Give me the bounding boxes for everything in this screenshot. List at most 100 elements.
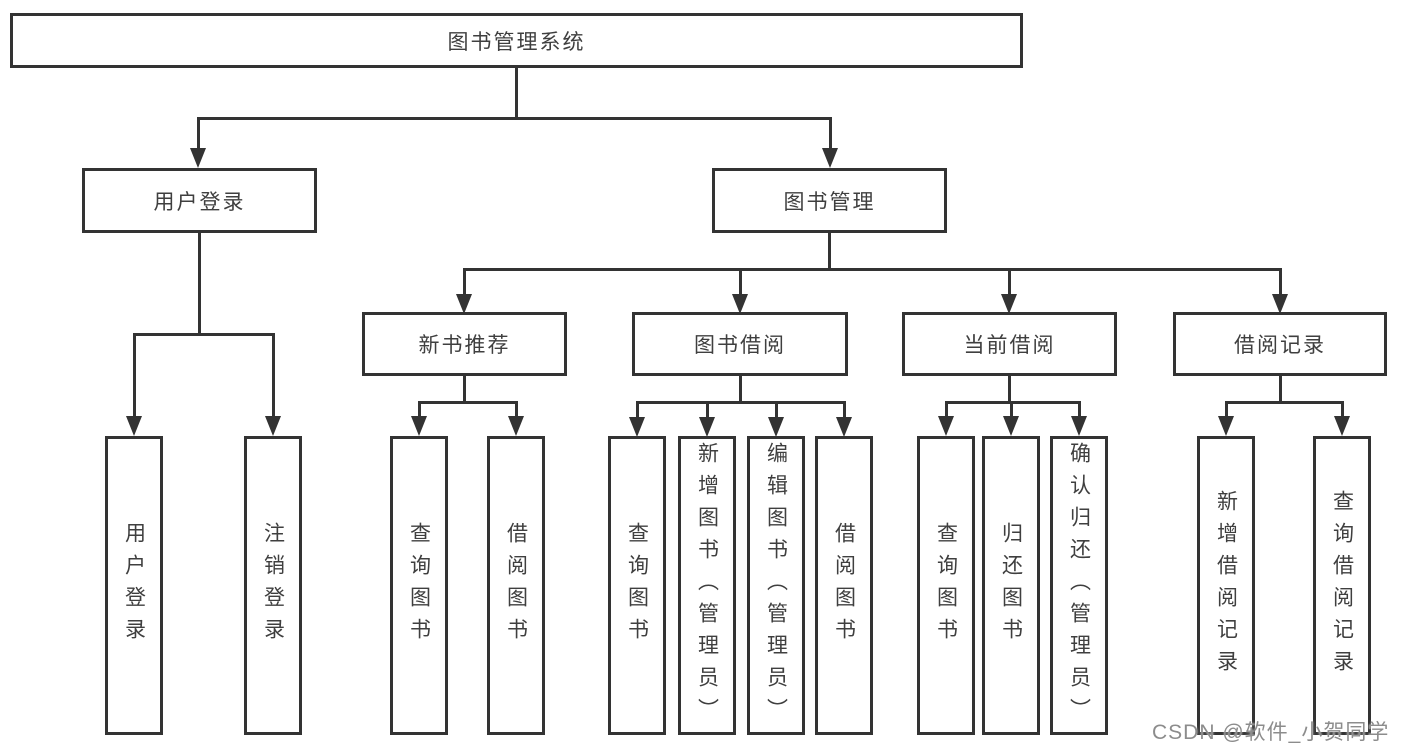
arrow-shaft — [271, 334, 275, 418]
arrowhead-icon — [126, 416, 142, 436]
edge-arrow-to-book-borrowing — [732, 269, 748, 314]
arrowhead-icon — [938, 416, 954, 436]
node-label: 新书推荐 — [418, 334, 511, 357]
edge-arrow-to-book-management — [822, 117, 838, 168]
arrow-shaft — [417, 402, 421, 418]
arrowhead-icon — [456, 294, 472, 314]
leaf-label: 借阅图书 — [832, 521, 856, 650]
arrow-shaft — [196, 117, 200, 150]
arrow-shaft — [1009, 402, 1013, 418]
leaf-label: 借阅图书 — [504, 521, 528, 650]
leaf-logout-login: 注销登录 — [244, 436, 302, 735]
arrow-shaft — [1224, 402, 1228, 418]
edge-arrow-to-borrow-add — [699, 402, 715, 437]
edge-book-management-bus — [463, 268, 1282, 271]
edge-arrow-to-records-query — [1334, 402, 1350, 436]
node-book-management: 图书管理 — [712, 168, 947, 233]
arrow-shaft — [1007, 269, 1011, 296]
edge-arrow-to-current-confirm — [1071, 402, 1087, 436]
leaf-label: 查询借阅记录 — [1330, 489, 1354, 682]
edge-current-stem — [1008, 373, 1011, 403]
leaf-current-confirm-return-admin: 确认归还（管理员） — [1050, 436, 1108, 735]
leaf-borrow-add-books-admin: 新增图书（管理员） — [678, 436, 736, 735]
arrow-shaft — [944, 402, 948, 418]
leaf-newbook-borrow-books: 借阅图书 — [487, 436, 545, 735]
arrow-shaft — [1077, 402, 1081, 418]
arrowhead-icon — [411, 416, 427, 436]
node-label: 用户登录 — [153, 190, 246, 214]
node-label: 图书管理 — [783, 190, 876, 214]
arrow-shaft — [1340, 402, 1344, 418]
arrowhead-icon — [1218, 416, 1234, 436]
node-new-book-recommendation: 新书推荐 — [362, 312, 567, 376]
arrow-shaft — [1278, 269, 1282, 296]
arrowhead-icon — [629, 417, 645, 437]
arrowhead-icon — [190, 148, 206, 168]
leaf-label: 查询图书 — [625, 521, 649, 650]
arrowhead-icon — [1071, 416, 1087, 436]
edge-root-stem — [515, 68, 518, 118]
edge-arrow-to-current-return — [1003, 402, 1019, 436]
edge-arrow-to-user-login — [190, 117, 206, 168]
leaf-label: 新增借阅记录 — [1214, 489, 1238, 682]
leaf-label: 新增图书（管理员） — [695, 441, 719, 730]
edge-arrow-to-borrowing-records — [1272, 269, 1288, 314]
leaf-borrow-query-books: 查询图书 — [608, 436, 666, 735]
arrowhead-icon — [732, 294, 748, 314]
arrow-shaft — [705, 402, 709, 419]
node-book-borrowing: 图书借阅 — [632, 312, 848, 376]
leaf-records-add-record: 新增借阅记录 — [1197, 436, 1255, 735]
arrowhead-icon — [1272, 294, 1288, 314]
arrowhead-icon — [699, 417, 715, 437]
arrowhead-icon — [1334, 416, 1350, 436]
node-borrowing-records: 借阅记录 — [1173, 312, 1387, 376]
leaf-current-query-books: 查询图书 — [917, 436, 975, 735]
arrow-shaft — [132, 334, 136, 418]
leaf-user-login: 用户登录 — [105, 436, 163, 735]
node-label: 借阅记录 — [1234, 334, 1326, 357]
edge-arrow-to-borrow-borrow — [836, 402, 852, 437]
leaf-label: 确认归还（管理员） — [1067, 441, 1091, 730]
edge-borrowing-stem — [739, 374, 742, 403]
edge-arrow-to-leaf-logout — [265, 334, 281, 436]
arrow-shaft — [514, 402, 518, 418]
arrowhead-icon — [822, 148, 838, 168]
arrowhead-icon — [1001, 294, 1017, 314]
edge-records-bus — [1225, 401, 1344, 404]
leaf-label: 注销登录 — [261, 521, 285, 650]
leaf-label: 查询图书 — [934, 521, 958, 650]
arrowhead-icon — [265, 416, 281, 436]
node-label: 当前借阅 — [963, 334, 1056, 357]
edge-records-stem — [1279, 373, 1282, 403]
arrowhead-icon — [1003, 416, 1019, 436]
node-current-borrowing: 当前借阅 — [902, 312, 1117, 376]
edge-arrow-to-newbook-query — [411, 402, 427, 436]
arrowhead-icon — [508, 416, 524, 436]
edge-user-login-stem — [198, 231, 201, 335]
edge-arrow-to-borrow-query — [629, 402, 645, 437]
leaf-borrow-borrow-books: 借阅图书 — [815, 436, 873, 735]
edge-arrow-to-leaf-user-login — [126, 334, 142, 436]
edge-borrowing-bus — [636, 401, 846, 404]
arrowhead-icon — [836, 417, 852, 437]
edge-newbook-stem — [463, 373, 466, 403]
leaf-label: 编辑图书（管理员） — [764, 441, 788, 730]
leaf-label: 用户登录 — [122, 521, 146, 650]
leaf-label: 查询图书 — [407, 521, 431, 650]
edge-book-management-stem — [828, 231, 831, 270]
arrow-shaft — [828, 117, 832, 150]
leaf-label: 归还图书 — [999, 521, 1023, 650]
leaf-current-return-books: 归还图书 — [982, 436, 1040, 735]
edge-arrow-to-records-add — [1218, 402, 1234, 436]
edge-user-login-bus — [133, 333, 275, 336]
csdn-watermark: CSDN @软件_小贺同学 — [1152, 721, 1390, 744]
arrow-shaft — [462, 269, 466, 296]
arrow-shaft — [774, 402, 778, 419]
arrow-shaft — [635, 402, 639, 419]
edge-arrow-to-current-borrowing — [1001, 269, 1017, 314]
arrow-shaft — [738, 269, 742, 296]
edge-arrow-to-new-book-recommendation — [456, 269, 472, 314]
edge-current-bus — [945, 401, 1081, 404]
node-library-management-system: 图书管理系统 — [10, 13, 1023, 68]
